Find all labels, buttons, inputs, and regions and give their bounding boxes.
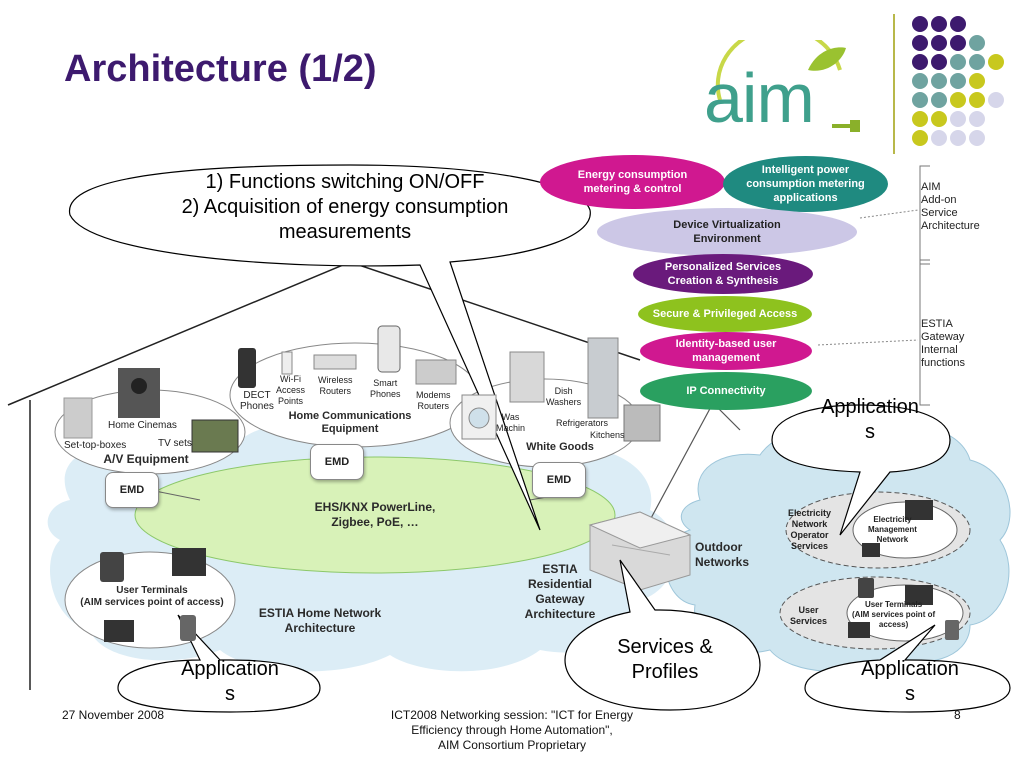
laptop-mgmt-icon [905,500,933,520]
applications-callout-left-shape [117,614,321,713]
powerline-label: EHS/KNX PowerLine,Zigbee, PoE, … [314,500,436,529]
user-terminals-label: User Terminals(AIM services point of acc… [80,585,224,608]
home-cinemas-label: Home Cinemas [108,420,177,431]
tv-set-icon [191,419,239,453]
footer-page-number: 8 [954,708,961,722]
services-profiles-callout-text: Services &Profiles [617,636,713,683]
footer-center-text: ICT2008 Networking session: "ICT for Ene… [390,708,634,752]
set-top-boxes-label: Set-top-boxes [64,440,127,451]
services-callout-shape [564,559,761,711]
aim-logo-text: aim [704,59,815,137]
mobile-user-icon [945,620,959,640]
pda-icon [100,552,124,582]
mobile-phone-icon [180,615,196,641]
residential-gateway-device [588,511,692,591]
ip-connectivity-layer: IP Connectivity [640,372,812,410]
wifi-access-point-icon [281,351,293,375]
applications-callout-right-shape [804,624,1011,713]
dect-phone-icon [238,348,256,388]
applications-callout-top-shape [771,404,951,536]
refrigerator-icon [587,337,619,419]
powerline-ellipse [134,456,616,574]
kitchen-oven-icon [623,404,661,442]
tablet-mgmt-icon [862,543,880,557]
smart-phone-icon [377,325,401,373]
title-divider-line [893,14,895,154]
footer-date: 27 November 2008 [62,708,165,722]
emd-device-comm: EMD [310,444,364,480]
modem-router-icon [415,359,457,385]
av-equipment-label: A/V Equipment [103,452,189,466]
emd-device-av: EMD [105,472,159,508]
refrigerators-label: Refrigerators [556,418,609,428]
wireless-router-icon [313,354,357,370]
laptop-icon [172,548,206,576]
tablet-user-icon [848,622,870,638]
emd-device-white-goods: EMD [532,462,586,498]
laptop-user-icon [905,585,933,605]
kitchens-label: Kitchens [590,430,625,440]
pda-user-icon [858,578,874,598]
secure-access-layer: Secure & Privileged Access [638,296,812,332]
tv-sets-label: TV sets [158,438,192,449]
tablet-icon [104,620,134,642]
white-goods-label: White Goods [526,441,594,453]
dish-washer-icon [509,351,545,403]
slide-title: Architecture (1/2) [64,48,377,90]
set-top-box-icon [63,397,93,439]
